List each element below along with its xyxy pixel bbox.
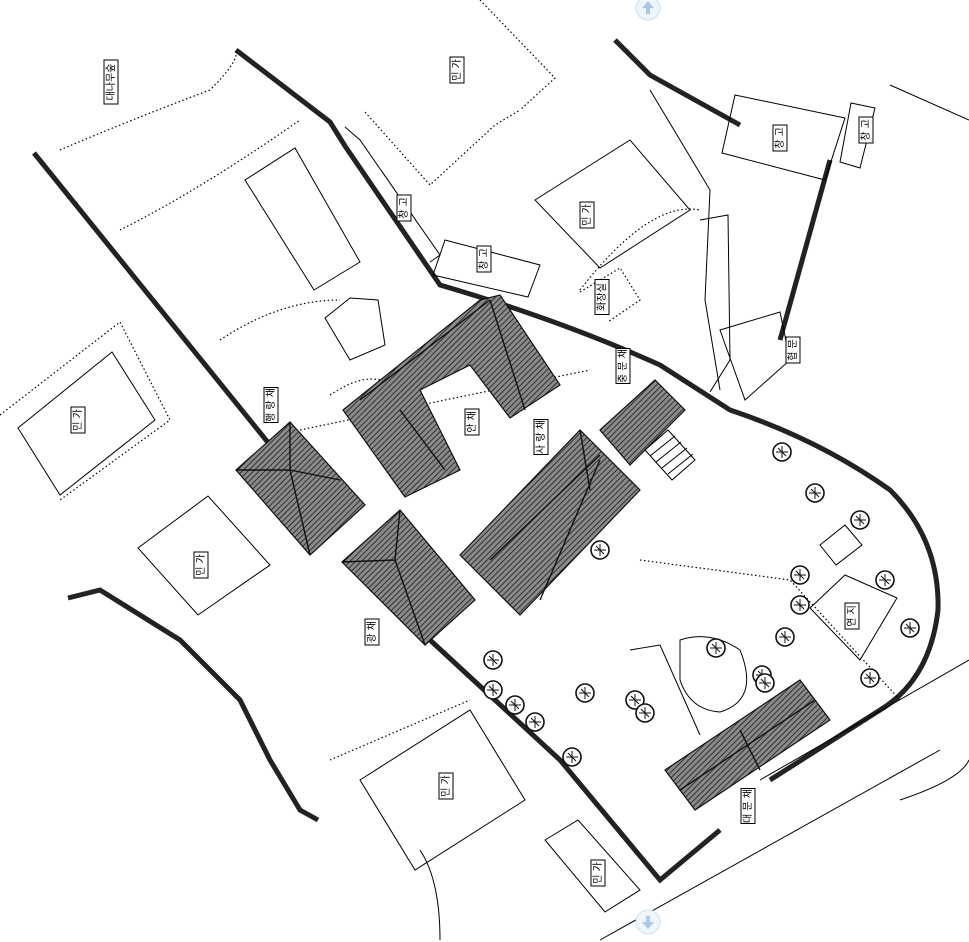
tree-icon-detail xyxy=(487,654,499,666)
tree-icon-detail xyxy=(487,684,499,696)
label-text: 사 랑 채 xyxy=(535,420,547,454)
label-text: 창 고 xyxy=(478,248,490,270)
tree-icon-detail xyxy=(809,487,821,499)
tree-icon-detail xyxy=(779,631,791,643)
tree-icon-detail xyxy=(794,599,806,611)
trees xyxy=(483,442,920,767)
boundary-walls xyxy=(32,38,941,884)
label-text: 연 지 xyxy=(846,605,858,627)
roof-anchae xyxy=(342,294,561,498)
roof-gwangchae xyxy=(341,509,476,646)
label-text: 민 가 xyxy=(592,862,604,884)
tree-icon-detail xyxy=(629,694,641,706)
site-outlines xyxy=(17,84,969,941)
label-text: 창 고 xyxy=(398,197,410,219)
label-house-top: 민 가 xyxy=(449,56,465,84)
tree-icon-detail xyxy=(759,677,771,689)
roof-daemunchae xyxy=(664,679,831,811)
tree-icon-detail xyxy=(509,699,521,711)
label-house-left-lower: 민 가 xyxy=(193,551,209,579)
tree-icon-detail xyxy=(710,642,722,654)
label-storage-center: 창 고 xyxy=(396,194,412,222)
label-house-left: 민 가 xyxy=(70,406,86,434)
roof-jungmunchae xyxy=(599,379,686,466)
hedge-lines xyxy=(0,0,901,761)
label-forest: 대나무숲 xyxy=(103,59,119,105)
label-text: 대 문 채 xyxy=(742,789,754,823)
label-text: 중 문 채 xyxy=(617,349,629,383)
label-sarangchae: 사 랑 채 xyxy=(533,419,549,455)
label-text: 민 가 xyxy=(72,409,84,431)
label-pond: 연 지 xyxy=(844,602,860,630)
roofs xyxy=(235,294,831,811)
label-anchae: 안 채 xyxy=(464,408,480,436)
label-text: 민 가 xyxy=(195,554,207,576)
tree-icon-detail xyxy=(794,569,806,581)
label-side-gate: 협 문 xyxy=(785,336,801,364)
tree-icon-detail xyxy=(854,514,866,526)
label-text: 창 고 xyxy=(774,127,786,149)
tree-icon-detail xyxy=(776,446,788,458)
label-restroom: 화장실 xyxy=(594,279,610,315)
label-gwangchae: 광 채 xyxy=(364,618,380,646)
tree-icon-detail xyxy=(566,751,578,763)
label-text: 민 가 xyxy=(440,775,452,797)
tree-icon-detail xyxy=(879,574,891,586)
label-text: 협 문 xyxy=(786,339,799,361)
label-sarangchae-side: 행 랑 채 xyxy=(263,387,279,423)
label-text: 민 가 xyxy=(451,59,463,81)
tree-icon-detail xyxy=(639,707,651,719)
label-house-bottom-right: 민 가 xyxy=(590,859,606,887)
label-text: 광 채 xyxy=(366,621,378,643)
tree-icon-detail xyxy=(529,716,541,728)
label-text: 안 채 xyxy=(466,411,478,433)
arrow-up-icon[interactable] xyxy=(635,0,661,21)
label-storage-far-right: 창 고 xyxy=(772,124,788,152)
tree-icon-detail xyxy=(864,672,876,684)
tree-icon-detail xyxy=(594,544,606,556)
tree-icon-detail xyxy=(904,622,916,634)
label-text: 대나무숲 xyxy=(105,64,117,101)
stone-steps xyxy=(644,429,863,566)
label-storage-corner: 창 고 xyxy=(858,116,874,144)
label-text: 민 가 xyxy=(581,204,593,226)
roof-sarangchae-side xyxy=(235,421,366,556)
label-house-right-top: 민 가 xyxy=(579,201,595,229)
label-daemunchae: 대 문 채 xyxy=(740,788,756,824)
label-house-bottom: 민 가 xyxy=(438,772,454,800)
label-storage-mid: 창 고 xyxy=(476,245,492,273)
label-text: 화장실 xyxy=(596,283,608,311)
tree-icon-detail xyxy=(579,687,591,699)
label-text: 창 고 xyxy=(860,119,872,141)
label-text: 행 랑 채 xyxy=(265,388,277,422)
roof-sarangchae xyxy=(459,429,641,616)
arrow-down-icon[interactable] xyxy=(635,909,661,935)
label-jungmunchae: 중 문 채 xyxy=(615,348,631,384)
